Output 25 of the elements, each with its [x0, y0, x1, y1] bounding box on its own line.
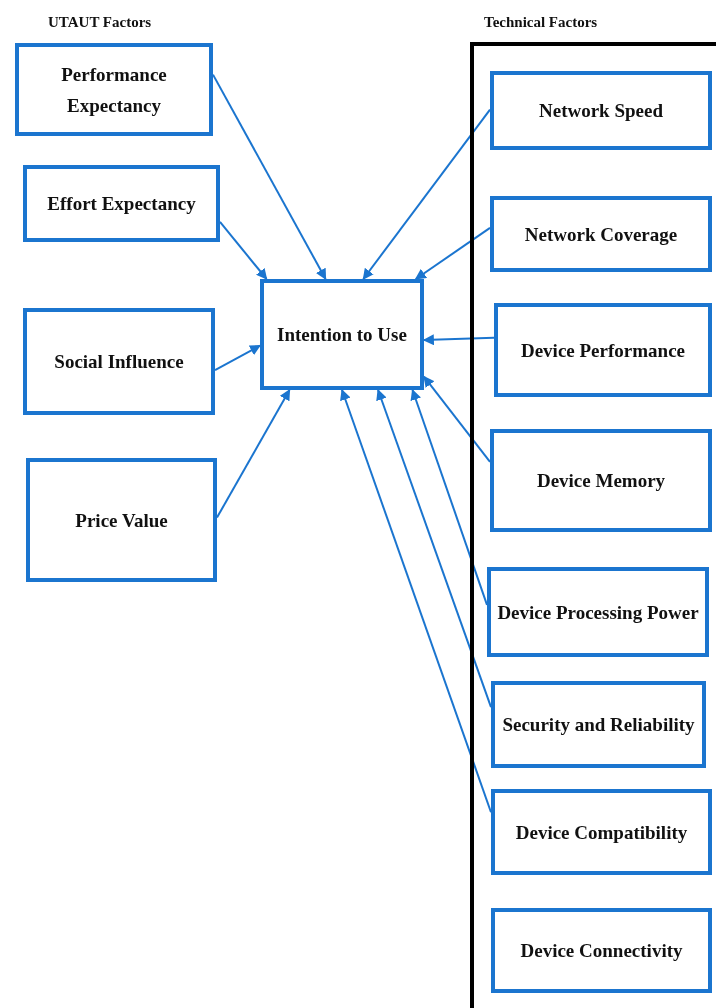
arrow — [219, 221, 268, 280]
arrow — [423, 375, 491, 463]
factor-box: Device Connectivity — [491, 908, 712, 993]
factor-box: Security and Reliability — [491, 681, 706, 768]
arrow — [214, 344, 261, 372]
factor-box: Price Value — [26, 458, 217, 582]
arrow — [362, 108, 491, 280]
group-heading: UTAUT Factors — [48, 14, 152, 31]
factor-box: Device Memory — [490, 429, 712, 532]
arrow — [340, 388, 492, 814]
factor-box: Social Influence — [23, 308, 215, 415]
factor-box: Device Performance — [494, 303, 712, 397]
factor-box: Network Coverage — [490, 196, 712, 272]
group-heading: Technical Factors — [484, 14, 598, 31]
arrow — [414, 226, 491, 280]
arrow — [212, 73, 327, 280]
arrow — [376, 388, 492, 709]
factor-box: Performance Expectancy — [15, 43, 213, 136]
factor-box: Intention to Use — [260, 279, 424, 390]
factor-box: Network Speed — [490, 71, 712, 150]
factor-box: Device Compatibility — [491, 789, 712, 875]
factor-box: Device Processing Power — [487, 567, 709, 657]
arrow — [410, 388, 488, 606]
factor-box: Effort Expectancy — [23, 165, 220, 242]
arrow — [216, 389, 291, 519]
